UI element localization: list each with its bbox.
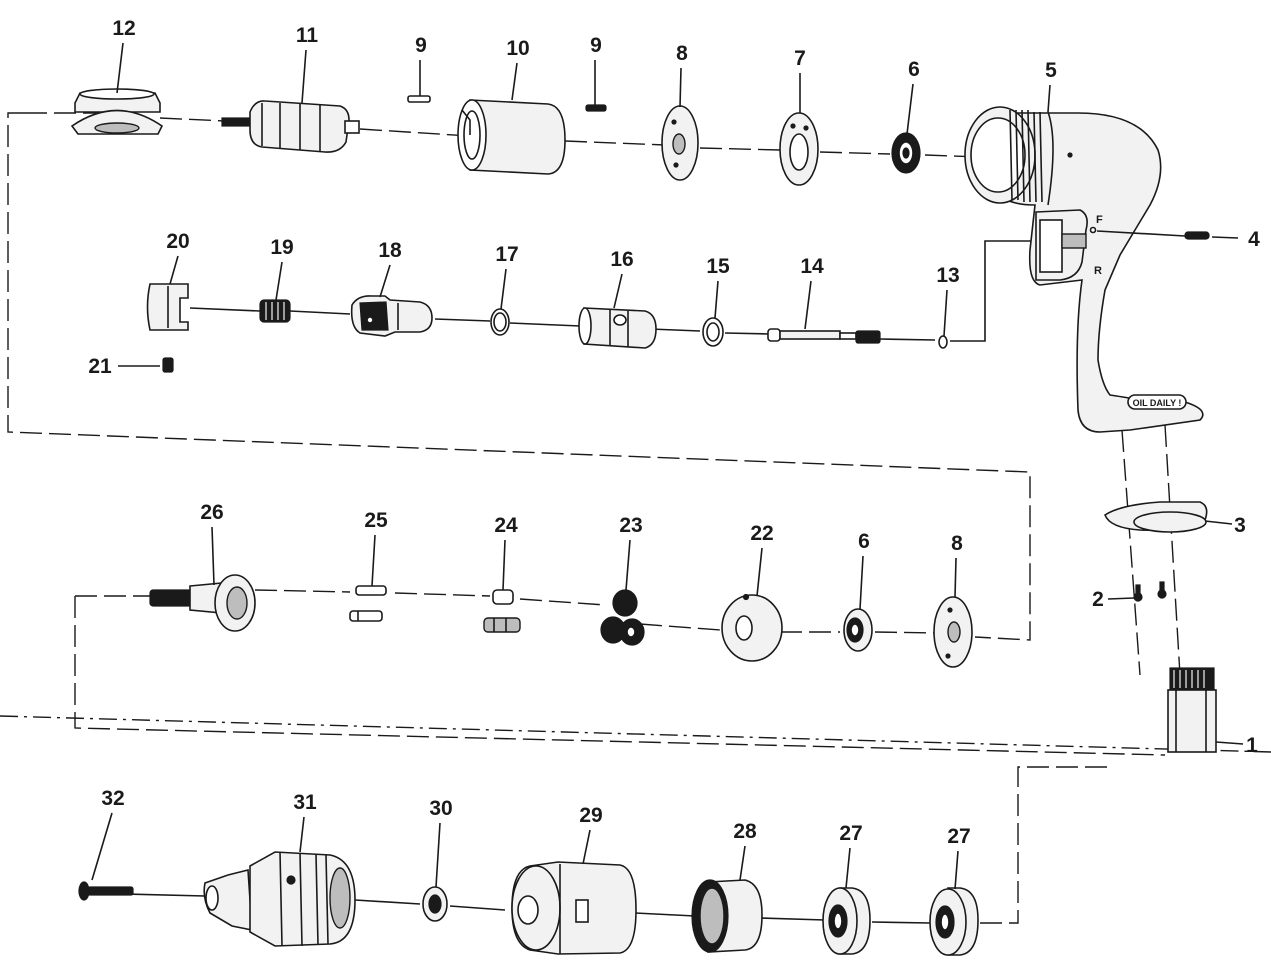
part-5-housing: OIL DAILY ! F R [964, 106, 1204, 433]
label-part-6a: 6 [908, 58, 920, 81]
part-27-bearing-a [822, 887, 871, 955]
label-part-7: 7 [794, 47, 806, 70]
label-part-23: 23 [619, 514, 642, 537]
label-part-2: 2 [1092, 588, 1104, 611]
label-part-5: 5 [1045, 59, 1057, 82]
label-part-32: 32 [101, 787, 124, 810]
label-part-15: 15 [706, 255, 730, 278]
label-part-28: 28 [733, 820, 757, 843]
part-12-end-plate [70, 88, 164, 135]
part-number-labels: 12 11 9 10 9 8 7 6 5 4 20 19 18 17 16 15… [88, 17, 1260, 848]
label-part-10: 10 [506, 37, 529, 60]
part-9-pin-b [585, 104, 607, 112]
label-part-16: 16 [610, 248, 633, 271]
label-part-9a: 9 [415, 34, 427, 57]
label-part-25: 25 [364, 509, 388, 532]
label-part-14: 14 [800, 255, 824, 278]
part-15-ring [702, 317, 724, 347]
label-part-1: 1 [1246, 734, 1258, 757]
part-27-bearing-b [929, 887, 979, 956]
part-22-ring-gear [721, 593, 783, 662]
part-26-spindle [149, 574, 256, 632]
part-14-valve-stem [767, 328, 881, 344]
label-part-11: 11 [296, 24, 319, 47]
label-part-17: 17 [495, 243, 518, 266]
part-6-bearing-b [843, 608, 873, 652]
label-part-24: 24 [494, 514, 518, 537]
label-part-31: 31 [293, 791, 317, 814]
label-part-27b: 27 [947, 825, 970, 848]
part-8-bearing-plate-b [933, 596, 973, 668]
part-18-clutch [350, 295, 433, 337]
part-2-screws [1107, 581, 1167, 602]
label-part-26: 26 [200, 501, 223, 524]
label-part-22: 22 [750, 522, 773, 545]
label-part-3: 3 [1234, 514, 1246, 537]
label-part-12: 12 [112, 17, 135, 40]
part-29-gear-case [511, 861, 637, 955]
part-21-set-screw [118, 357, 174, 373]
part-28-needle-bearing [691, 879, 763, 953]
part-32-screw [78, 881, 134, 901]
part-16-sleeve [578, 307, 657, 349]
label-part-19: 19 [270, 236, 293, 259]
part-23-planet-gears [600, 589, 645, 646]
part-9-pin-a [407, 95, 431, 103]
label-part-18: 18 [378, 239, 402, 262]
part-31-chuck [203, 851, 356, 947]
label-part-21: 21 [88, 355, 112, 378]
reverse-marking: R [1094, 265, 1102, 277]
part-30-washer [422, 886, 448, 922]
label-part-30: 30 [429, 797, 452, 820]
part-8-bearing-plate-a [661, 105, 699, 181]
part-19-spring [259, 299, 291, 323]
label-part-8b: 8 [951, 532, 963, 555]
label-part-6b: 6 [858, 530, 870, 553]
part-11-rotor [221, 100, 360, 153]
label-part-20: 20 [166, 230, 189, 253]
label-part-27a: 27 [839, 822, 862, 845]
part-20-cam [146, 283, 189, 331]
part-25-pins [349, 585, 387, 622]
part-3-exhaust-plate [1104, 501, 1233, 533]
label-part-9b: 9 [590, 34, 602, 57]
label-part-4: 4 [1248, 228, 1260, 251]
leader-lines [91, 42, 1051, 890]
label-part-29: 29 [579, 804, 602, 827]
part-1-air-inlet [1167, 667, 1244, 753]
grip-label-text: OIL DAILY ! [1133, 398, 1182, 408]
part-24-rollers [483, 589, 521, 633]
part-4-pin [1096, 230, 1239, 240]
part-10-cylinder [457, 99, 566, 175]
label-part-13: 13 [936, 264, 959, 287]
part-13-o-ring [938, 335, 948, 349]
part-7-plate [779, 112, 819, 186]
label-part-8a: 8 [676, 42, 688, 65]
part-6-bearing-a [891, 132, 921, 174]
part-17-o-ring [490, 308, 510, 336]
assembly-lines [0, 112, 1271, 924]
forward-marking: F [1096, 214, 1103, 226]
